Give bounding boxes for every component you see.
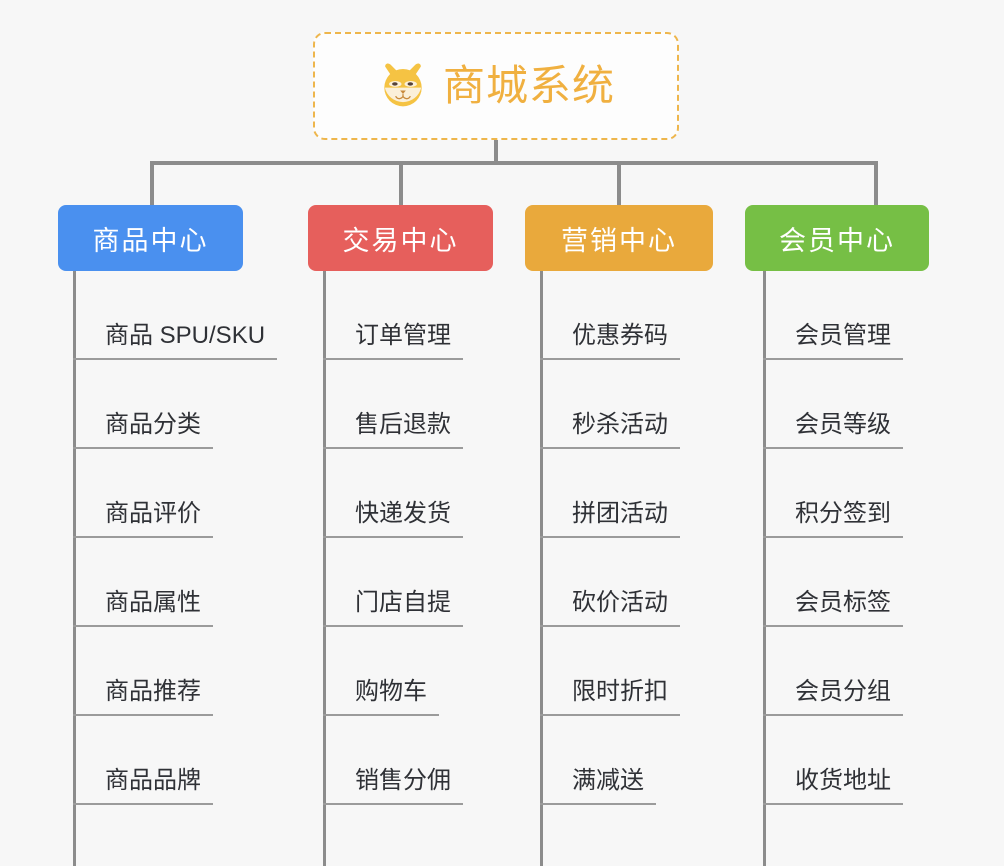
leaf-label: 快递发货 bbox=[323, 500, 463, 538]
connector-drop-marketing-center bbox=[617, 161, 621, 205]
branch-marketing-center: 营销中心 优惠券码 秒杀活动 拼团活动 砍价活动 限时折扣 满减送 bbox=[525, 205, 747, 866]
list-item[interactable]: 商品评价 bbox=[58, 449, 298, 538]
leaf-label: 商品属性 bbox=[73, 589, 213, 627]
list-item[interactable]: 商品推荐 bbox=[58, 627, 298, 716]
leaf-label: 会员管理 bbox=[763, 322, 903, 360]
leaf-label: 商品品牌 bbox=[73, 767, 213, 805]
leaf-label: 收货地址 bbox=[763, 767, 903, 805]
list-item[interactable]: 商品 SPU/SKU bbox=[58, 271, 298, 360]
list-item[interactable]: 会员分组 bbox=[745, 627, 967, 716]
leaf-label: 砍价活动 bbox=[540, 589, 680, 627]
list-item[interactable]: 满减送 bbox=[525, 716, 747, 805]
leaf-list-member-center: 会员管理 会员等级 积分签到 会员标签 会员分组 收货地址 bbox=[745, 271, 967, 866]
leaf-label: 门店自提 bbox=[323, 589, 463, 627]
list-item[interactable]: 售后退款 bbox=[308, 360, 530, 449]
branch-label: 交易中心 bbox=[342, 225, 459, 256]
leaf-label: 商品分类 bbox=[73, 411, 213, 449]
leaf-label: 会员分组 bbox=[763, 678, 903, 716]
list-item[interactable]: 拼团活动 bbox=[525, 449, 747, 538]
list-item[interactable]: 快递发货 bbox=[308, 449, 530, 538]
root-node[interactable]: 商城系统 bbox=[313, 32, 679, 140]
list-item[interactable]: 购物车 bbox=[308, 627, 530, 716]
list-item[interactable]: 优惠券码 bbox=[525, 271, 747, 360]
branch-product-center: 商品中心 商品 SPU/SKU 商品分类 商品评价 商品属性 商品推荐 商品品牌 bbox=[58, 205, 298, 866]
branch-header-product-center[interactable]: 商品中心 bbox=[58, 205, 243, 271]
list-item[interactable]: 订单管理 bbox=[308, 271, 530, 360]
branch-header-marketing-center[interactable]: 营销中心 bbox=[525, 205, 713, 271]
leaf-label: 优惠券码 bbox=[540, 322, 680, 360]
shiba-dog-face-icon bbox=[384, 63, 422, 107]
list-item[interactable]: 商品分类 bbox=[58, 360, 298, 449]
leaf-label: 会员等级 bbox=[763, 411, 903, 449]
connector-drop-product-center bbox=[150, 161, 154, 205]
leaf-label: 销售分佣 bbox=[323, 767, 463, 805]
leaf-label: 满减送 bbox=[540, 767, 656, 805]
list-item[interactable]: 砍价活动 bbox=[525, 538, 747, 627]
leaf-label: 积分签到 bbox=[763, 500, 903, 538]
leaf-stem bbox=[540, 271, 543, 866]
list-item[interactable]: 会员等级 bbox=[745, 360, 967, 449]
list-item[interactable]: 收货地址 bbox=[745, 716, 967, 805]
list-item[interactable]: 秒杀活动 bbox=[525, 360, 747, 449]
leaf-label: 订单管理 bbox=[323, 322, 463, 360]
leaf-list-product-center: 商品 SPU/SKU 商品分类 商品评价 商品属性 商品推荐 商品品牌 bbox=[58, 271, 298, 866]
leaf-label: 秒杀活动 bbox=[540, 411, 680, 449]
list-item[interactable]: 商品品牌 bbox=[58, 716, 298, 805]
leaf-label: 拼团活动 bbox=[540, 500, 680, 538]
leaf-label: 购物车 bbox=[323, 678, 439, 716]
connector-drop-member-center bbox=[874, 161, 878, 205]
branch-label: 营销中心 bbox=[561, 225, 677, 256]
list-item[interactable]: 限时折扣 bbox=[525, 627, 747, 716]
list-item[interactable]: 积分签到 bbox=[745, 449, 967, 538]
branch-header-member-center[interactable]: 会员中心 bbox=[745, 205, 929, 271]
leaf-label: 商品评价 bbox=[73, 500, 213, 538]
leaf-stem bbox=[73, 271, 76, 866]
branch-label: 商品中心 bbox=[92, 225, 209, 256]
connector-root-drop bbox=[494, 140, 498, 164]
leaf-label: 商品 SPU/SKU bbox=[73, 322, 278, 360]
leaf-list-marketing-center: 优惠券码 秒杀活动 拼团活动 砍价活动 限时折扣 满减送 bbox=[525, 271, 747, 866]
list-item[interactable]: 商品属性 bbox=[58, 538, 298, 627]
list-item[interactable]: 门店自提 bbox=[308, 538, 530, 627]
branch-label: 会员中心 bbox=[779, 225, 895, 256]
connector-horizontal-bus bbox=[150, 161, 878, 165]
branch-header-trade-center[interactable]: 交易中心 bbox=[308, 205, 493, 271]
leaf-label: 限时折扣 bbox=[540, 678, 680, 716]
list-item[interactable]: 销售分佣 bbox=[308, 716, 530, 805]
leaf-list-trade-center: 订单管理 售后退款 快递发货 门店自提 购物车 销售分佣 bbox=[308, 271, 530, 866]
branch-member-center: 会员中心 会员管理 会员等级 积分签到 会员标签 会员分组 收货地址 bbox=[745, 205, 967, 866]
leaf-stem bbox=[323, 271, 326, 866]
branch-trade-center: 交易中心 订单管理 售后退款 快递发货 门店自提 购物车 销售分佣 bbox=[308, 205, 530, 866]
leaf-label: 售后退款 bbox=[323, 411, 463, 449]
leaf-stem bbox=[763, 271, 766, 866]
mindmap-canvas: 商城系统 商品中心 商品 SPU/SKU 商品分类 商品评价 商品属性 商品推荐… bbox=[58, 32, 967, 866]
root-title: 商城系统 bbox=[442, 62, 615, 109]
leaf-label: 商品推荐 bbox=[73, 678, 213, 716]
list-item[interactable]: 会员标签 bbox=[745, 538, 967, 627]
connector-drop-trade-center bbox=[399, 161, 403, 205]
leaf-label: 会员标签 bbox=[763, 589, 903, 627]
list-item[interactable]: 会员管理 bbox=[745, 271, 967, 360]
